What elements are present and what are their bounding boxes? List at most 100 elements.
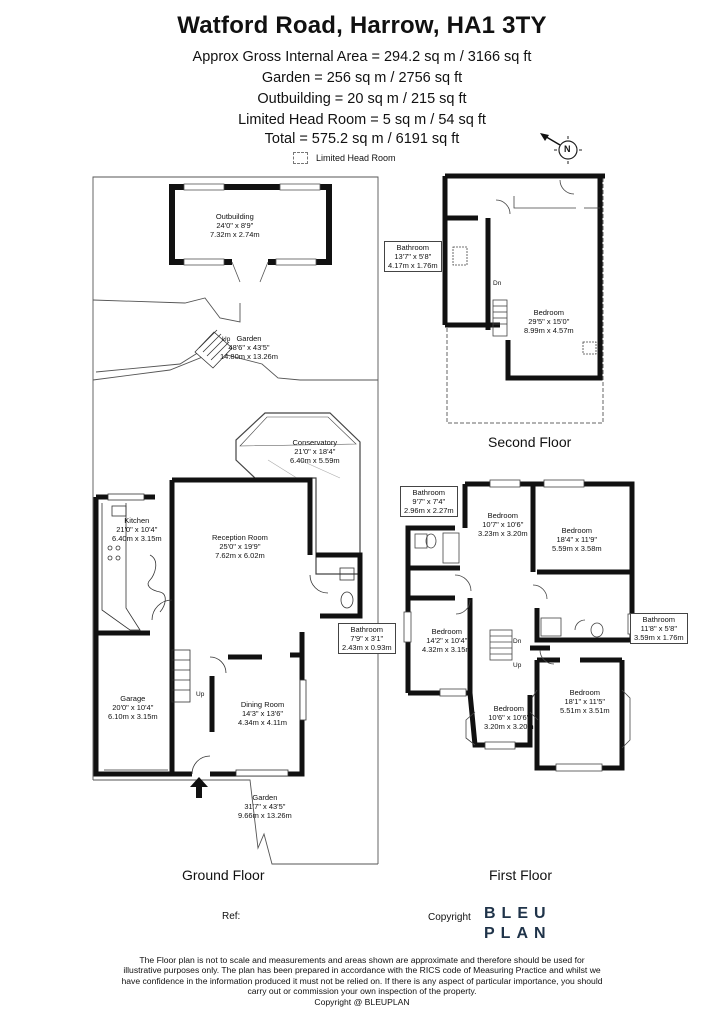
ff-bedroom-b-metric: 5.59m x 3.58m <box>552 544 602 553</box>
ff-bedroom-d-metric: 5.51m x 3.51m <box>560 706 610 715</box>
compass-letter: N <box>564 144 571 154</box>
dining-imperial: 14'3" x 13'6" <box>241 709 284 718</box>
logo-top: BLEU <box>484 905 552 922</box>
disclaimer-line: carry out or commission your own inspect… <box>247 986 477 997</box>
page-title: Watford Road, Harrow, HA1 3TY <box>177 12 547 39</box>
second-floor-outline <box>446 177 604 424</box>
entrance-arrow-icon <box>190 777 208 798</box>
ff-bedroom-a-name: Bedroom <box>487 511 519 520</box>
ff-bathroom-a-metric: 2.96m x 2.27m <box>404 506 454 515</box>
outbuilding-imperial: 24'0" x 8'9" <box>216 221 254 230</box>
ff-bedroom-d-label: Bedroom 18'1" x 11'5" 5.51m x 3.51m <box>560 688 610 715</box>
gf-stairs-up: Up <box>196 691 205 698</box>
legend-label: Limited Head Room <box>316 153 396 163</box>
ff-bathroom-a-imperial: 9'7" x 7'4" <box>412 497 446 506</box>
kitchen-name: Kitchen <box>124 516 150 525</box>
dining-name: Dining Room <box>240 700 285 709</box>
front-garden-imperial: 31'7" x 43'5" <box>244 802 286 811</box>
copyright-label: Copyright <box>428 912 471 923</box>
ff-bedroom-c-metric: 4.32m x 3.15m <box>422 645 472 654</box>
ff-bedroom-a-imperial: 10'7" x 10'6" <box>482 520 524 529</box>
second-floor-title: Second Floor <box>488 434 572 450</box>
rear-garden-imperial: 48'6" x 43'5" <box>228 343 270 352</box>
ff-bedroom-c-imperial: 14'2" x 10'4" <box>426 636 468 645</box>
ff-stairs-up: Up <box>513 662 522 669</box>
front-garden-name: Garden <box>252 793 278 802</box>
ff-bedroom-e-label: Bedroom 10'6" x 10'6" 3.20m x 3.20m <box>484 704 534 731</box>
rear-garden-metric: 14.80m x 13.26m <box>220 352 278 361</box>
gf-bathroom-label: Bathroom 7'9" x 3'1" 2.43m x 0.93m <box>338 623 396 654</box>
conservatory-name: Conservatory <box>292 438 338 447</box>
legend-swatch <box>293 152 308 164</box>
garage-imperial: 20'0" x 10'4" <box>112 703 154 712</box>
garage-name: Garage <box>120 694 146 703</box>
sf-bedroom-metric: 8.99m x 4.57m <box>524 326 574 335</box>
outbuilding-name: Outbuilding <box>215 212 254 221</box>
ff-bathroom-b-label: Bathroom 11'8" x 5'8" 3.59m x 1.76m <box>630 613 688 644</box>
ff-bedroom-e-metric: 3.20m x 3.20m <box>484 722 534 731</box>
kitchen-imperial: 21'0" x 10'4" <box>116 525 158 534</box>
ref-label: Ref: <box>222 911 241 922</box>
ff-bedroom-b-imperial: 18'4" x 11'9" <box>556 535 598 544</box>
sf-bathroom-label: Bathroom 13'7" x 5'8" 4.17m x 1.76m <box>384 241 442 272</box>
sf-bedroom-label: Bedroom 29'5" x 15'0" 8.99m x 4.57m <box>524 308 574 335</box>
gf-bathroom-metric: 2.43m x 0.93m <box>342 643 392 652</box>
ff-bedroom-e-name: Bedroom <box>493 704 525 713</box>
reception-label: Reception Room 25'0" x 19'9" 7.62m x 6.0… <box>212 533 268 560</box>
disclaimer-line: The Floor plan is not to scale and measu… <box>139 955 585 965</box>
ff-bathroom-b-imperial: 11'8" x 5'8" <box>640 624 677 633</box>
dining-metric: 4.34m x 4.11m <box>238 718 288 727</box>
front-garden-label: Garden 31'7" x 43'5" 9.66m x 13.26m <box>238 793 292 820</box>
kitchen-label: Kitchen 21'0" x 10'4" 6.40m x 3.15m <box>112 516 162 543</box>
disclaimer-line: have confidence in the information produ… <box>121 975 603 986</box>
garage-label: Garage 20'0" x 10'4" 6.10m x 3.15m <box>108 694 158 721</box>
logo-bottom: PLAN <box>484 925 552 942</box>
garden-area: Garden = 256 sq m / 2756 sq ft <box>261 70 463 86</box>
ff-bathroom-b-name: Bathroom <box>642 615 676 624</box>
gross-area: Approx Gross Internal Area = 294.2 sq m … <box>192 49 532 65</box>
ff-bedroom-b-name: Bedroom <box>561 526 593 535</box>
dining-label: Dining Room 14'3" x 13'6" 4.34m x 4.11m <box>238 700 287 727</box>
ff-bedroom-a-metric: 3.23m x 3.20m <box>478 529 528 538</box>
limited-head-room-area: Limited Head Room = 5 sq m / 54 sq ft <box>238 112 486 128</box>
conservatory-label: Conservatory 21'0" x 18'4" 6.40m x 5.59m <box>290 438 340 465</box>
front-garden-metric: 9.66m x 13.26m <box>238 811 292 820</box>
gf-bathroom-name: Bathroom <box>350 625 384 634</box>
ff-stairs-dn: Dn <box>513 638 522 645</box>
sf-bathroom-metric: 4.17m x 1.76m <box>388 261 438 270</box>
first-floor-title: First Floor <box>489 867 552 883</box>
garden-steps-up: Up <box>222 336 231 343</box>
sf-bathroom-imperial: 13'7" x 5'8" <box>394 252 432 261</box>
reception-name: Reception Room <box>212 533 268 542</box>
disclaimer: The Floor plan is not to scale and measu… <box>100 955 624 1007</box>
ff-bedroom-c-name: Bedroom <box>431 627 463 636</box>
conservatory-metric: 6.40m x 5.59m <box>290 456 340 465</box>
rear-garden-name: Garden <box>236 334 262 343</box>
gf-bathroom-imperial: 7'9" x 3'1" <box>350 634 384 643</box>
ff-bathroom-b-metric: 3.59m x 1.76m <box>634 633 684 642</box>
sf-bathroom-name: Bathroom <box>396 243 430 252</box>
sf-bedroom-imperial: 29'5" x 15'0" <box>528 317 570 326</box>
rear-garden-label: Garden 48'6" x 43'5" 14.80m x 13.26m <box>220 334 278 361</box>
ff-bedroom-d-name: Bedroom <box>569 688 601 697</box>
conservatory-imperial: 21'0" x 18'4" <box>294 447 336 456</box>
kitchen-metric: 6.40m x 3.15m <box>112 534 162 543</box>
ff-bathroom-a-name: Bathroom <box>412 488 446 497</box>
ff-bedroom-c-label: Bedroom 14'2" x 10'4" 4.32m x 3.15m <box>422 627 472 654</box>
reception-metric: 7.62m x 6.02m <box>215 551 265 560</box>
ff-bedroom-e-imperial: 10'6" x 10'6" <box>488 713 530 722</box>
ground-floor-title: Ground Floor <box>182 867 265 883</box>
copyright-line: Copyright @ BLEUPLAN <box>314 996 410 1007</box>
sf-bedroom-name: Bedroom <box>533 308 565 317</box>
second-floor-walls <box>442 173 605 381</box>
ff-bedroom-a-label: Bedroom 10'7" x 10'6" 3.23m x 3.20m <box>478 511 528 538</box>
garage-metric: 6.10m x 3.15m <box>108 712 158 721</box>
disclaimer-line: illustrative purposes only. The plan has… <box>123 965 601 976</box>
ff-bedroom-b-label: Bedroom 18'4" x 11'9" 5.59m x 3.58m <box>552 526 602 553</box>
total-area: Total = 575.2 sq m / 6191 sq ft <box>264 131 460 147</box>
outbuilding-label: Outbuilding 24'0" x 8'9" 7.32m x 2.74m <box>210 212 260 239</box>
ff-bathroom-a-label: Bathroom 9'7" x 7'4" 2.96m x 2.27m <box>400 486 458 517</box>
ff-bedroom-d-imperial: 18'1" x 11'5" <box>564 697 606 706</box>
outbuilding-area: Outbuilding = 20 sq m / 215 sq ft <box>257 91 467 107</box>
outbuilding-metric: 7.32m x 2.74m <box>210 230 260 239</box>
